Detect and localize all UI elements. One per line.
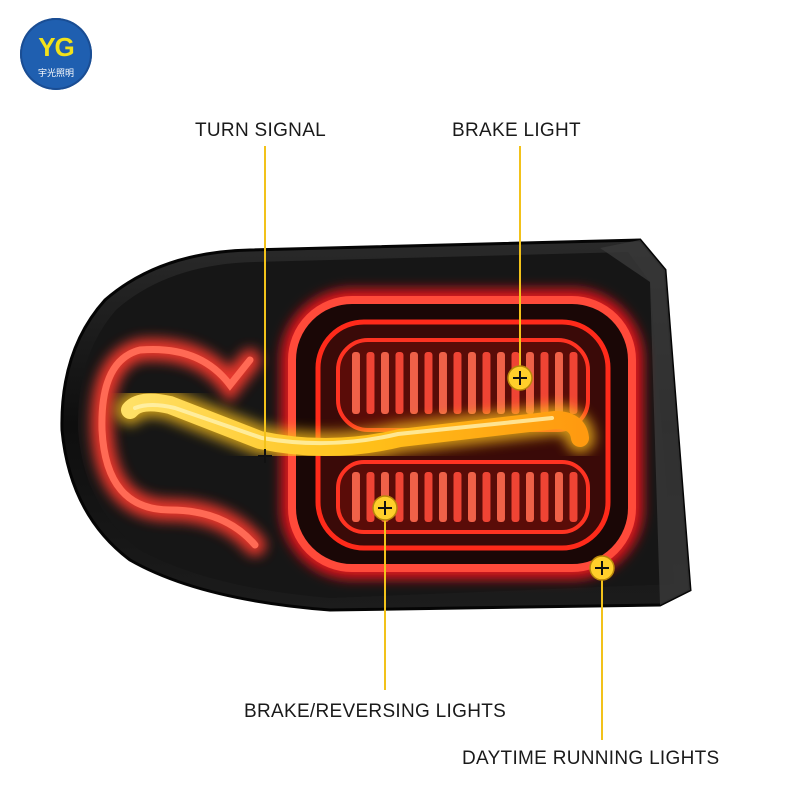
led-slat [555, 472, 563, 522]
led-slat [453, 352, 462, 414]
callout-label-brake-reversing: BRAKE/REVERSING LIGHTS [244, 701, 507, 722]
led-slat [352, 352, 360, 414]
led-slat [410, 472, 418, 522]
led-slat [569, 472, 578, 522]
target-marker-turn-signal [258, 449, 272, 463]
led-slat [395, 352, 404, 414]
left-led-tube [90, 338, 266, 556]
led-slat [526, 472, 534, 522]
callout-label-brake-light: BRAKE LIGHT [452, 120, 581, 141]
led-slat [352, 472, 360, 522]
led-slat [497, 352, 505, 414]
led-slat [410, 352, 418, 414]
lower-led-bank [336, 460, 590, 534]
callout-lines [264, 146, 603, 740]
led-slat [424, 472, 433, 522]
logo-mark: YG [38, 32, 75, 62]
led-slat [540, 352, 549, 414]
led-slat [482, 472, 491, 522]
led-slat [424, 352, 433, 414]
led-slat [381, 352, 389, 414]
brand-logo: YG 宇光照明 [20, 18, 92, 90]
led-slat [511, 472, 520, 522]
led-slat [395, 472, 404, 522]
led-slat [497, 472, 505, 522]
target-marker-brake-light [507, 365, 533, 391]
led-slat [468, 352, 476, 414]
led-slat [569, 352, 578, 414]
led-slat [366, 472, 375, 522]
led-slat [468, 472, 476, 522]
upper-led-bank [336, 338, 590, 432]
led-slat [439, 472, 447, 522]
led-slat [482, 352, 491, 414]
led-slat [555, 352, 563, 414]
led-slat [540, 472, 549, 522]
led-slat [439, 352, 447, 414]
logo-text: 宇光照明 [37, 69, 74, 79]
target-marker-daytime-running [589, 555, 615, 581]
led-slat [453, 472, 462, 522]
target-marker-brake-reversing [372, 495, 398, 521]
callout-label-turn-signal: TURN SIGNAL [195, 120, 327, 141]
callout-label-daytime-running: DAYTIME RUNNING LIGHTS [462, 748, 720, 769]
led-slat [366, 352, 375, 414]
turn-signal-bar [115, 387, 595, 462]
